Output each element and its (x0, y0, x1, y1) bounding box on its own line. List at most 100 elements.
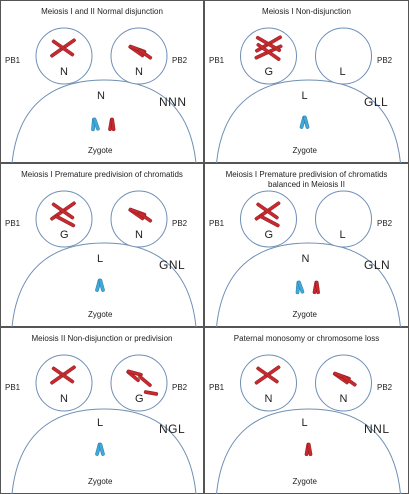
panel-border (0, 327, 204, 494)
pb1-label: PB1 (209, 219, 225, 228)
pb1-label: PB1 (209, 383, 225, 392)
pb1-chromosome (259, 214, 280, 228)
zygote-label: Zygote (88, 477, 113, 486)
pb2-circle (315, 354, 372, 412)
zygote-chromosome-red (304, 442, 313, 457)
panel-title: Meiosis I and II Normal disjunction (41, 7, 163, 16)
panel-title: Meiosis II Non-disjunction or predivisio… (31, 334, 173, 343)
pb2-circle (110, 354, 168, 412)
pb1-letter: G (264, 66, 274, 78)
panel-title: Meiosis I Premature predivision of chrom… (21, 170, 183, 179)
pb1-chromosome (255, 35, 282, 53)
pb1-chromosome (256, 42, 281, 62)
zygote-label: Zygote (292, 310, 317, 319)
pb1-label: PB1 (5, 219, 21, 228)
zygote-label: Zygote (88, 146, 113, 155)
zygote-letter: L (301, 90, 308, 102)
pb2-label: PB2 (377, 56, 393, 65)
pb2-circle (110, 27, 168, 85)
genotype-label: GLN (364, 258, 391, 272)
zygote-chromosome-blue (299, 115, 310, 129)
pb1-label: PB1 (5, 56, 21, 65)
pb1-letter: N (60, 393, 68, 405)
panel-border (0, 163, 204, 327)
pb2-chromosome (138, 374, 152, 388)
genotype-label: GLL (364, 95, 389, 109)
panel-drawing (204, 0, 409, 163)
pb2-letter: N (135, 66, 143, 78)
panel-title: Meiosis I Premature predivision of chrom… (225, 170, 388, 189)
pb1-circle (35, 27, 93, 85)
zygote-letter: L (97, 253, 104, 265)
zygote-letter: L (301, 417, 308, 429)
zygote-outline (216, 242, 401, 327)
zygote-letter: N (301, 253, 310, 265)
genotype-label: NNL (364, 422, 390, 436)
zygote-outline (216, 79, 401, 163)
pb2-label: PB2 (377, 219, 393, 228)
zygote-chromosome-red (108, 117, 116, 132)
pb2-letter: G (135, 393, 144, 405)
pb1-circle (240, 27, 297, 85)
pb1-chromosome (54, 214, 76, 228)
pb2-circle (110, 190, 168, 248)
pb2-label: PB2 (172, 383, 188, 392)
pb2-chromosome (137, 48, 153, 60)
panel-5: Meiosis II Non-disjunction or predivisio… (0, 327, 204, 494)
panel-title: Meiosis I Non-disjunction (262, 7, 351, 16)
pb1-letter: G (60, 229, 69, 241)
panel-drawing (0, 327, 204, 494)
zygote-outline (11, 408, 197, 494)
pb2-label: PB2 (377, 383, 393, 392)
pb2-chromosome (137, 211, 153, 223)
genotype-label: GNL (159, 258, 186, 272)
zygote-letter: L (97, 417, 104, 429)
pb2-letter: L (339, 229, 346, 241)
zygote-label: Zygote (292, 146, 317, 155)
pb2-circle (315, 190, 372, 248)
pb2-letter: N (339, 393, 348, 405)
pb2-label: PB2 (172, 219, 188, 228)
pb2-chromosome (143, 390, 159, 396)
zygote-chromosome-blue (295, 280, 305, 295)
panel-drawing (0, 163, 204, 327)
zygote-letter: N (97, 90, 105, 102)
pb2-chromosome (342, 375, 357, 387)
pb1-circle (35, 354, 93, 412)
pb2-letter: N (135, 229, 143, 241)
zygote-outline (11, 242, 197, 327)
panel-border (204, 0, 409, 163)
zygote-chromosome-blue (95, 442, 105, 456)
panel-3: Meiosis I Premature predivision of chrom… (0, 163, 204, 327)
panel-drawing (204, 327, 409, 494)
panel-border (204, 327, 409, 494)
genotype-label: NNN (159, 95, 187, 109)
zygote-chromosome-blue (91, 117, 100, 132)
pb1-chromosome (256, 202, 279, 220)
pb1-letter: N (60, 66, 68, 78)
zygote-outline (216, 408, 401, 494)
pb1-circle (240, 354, 297, 412)
pb1-letter: G (264, 229, 274, 241)
panel-title: Paternal monosomy or chromosome loss (233, 334, 380, 343)
zygote-chromosome-red (312, 280, 320, 295)
pb2-label: PB2 (172, 56, 188, 65)
zygote-label: Zygote (292, 477, 317, 486)
pb2-letter: L (339, 66, 346, 78)
pb2-chromosome (126, 369, 143, 383)
pb1-label: PB1 (209, 56, 225, 65)
pb1-letter: N (264, 393, 273, 405)
pb1-label: PB1 (5, 383, 21, 392)
panel-border (0, 0, 204, 163)
zygote-outline (11, 79, 197, 163)
zygote-chromosome-blue (95, 278, 105, 292)
pb2-circle (315, 27, 372, 85)
zygote-label: Zygote (88, 310, 113, 319)
panel-drawing (204, 163, 409, 327)
panel-drawing (0, 0, 204, 163)
pb1-chromosome (51, 202, 75, 220)
